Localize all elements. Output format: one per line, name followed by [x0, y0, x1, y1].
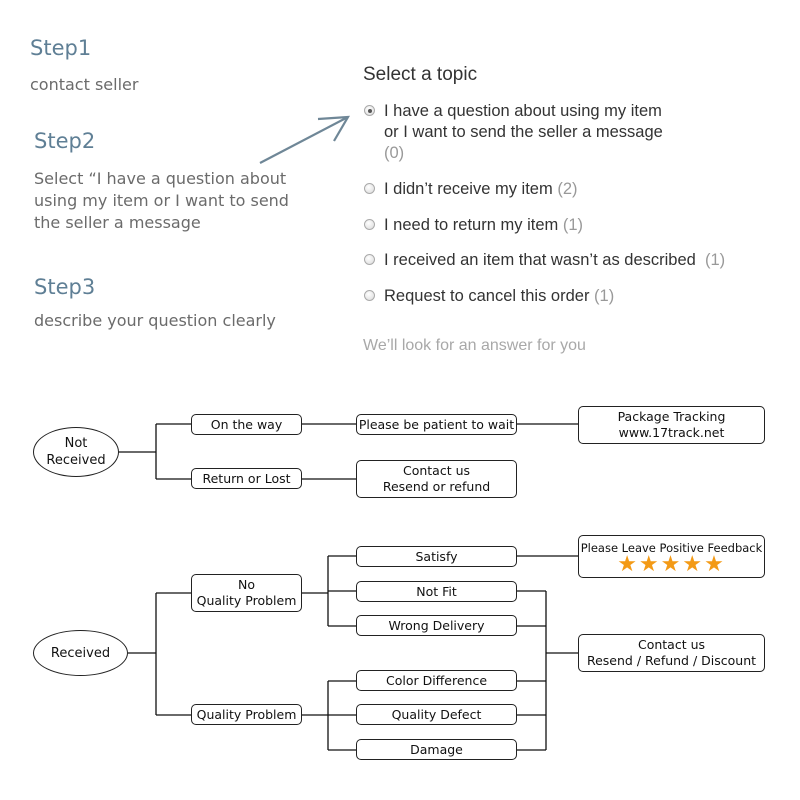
five-stars-icon: ★★★★★: [617, 552, 726, 577]
option-count: (2): [557, 180, 578, 198]
option-label: I received an item that wasn’t as descri…: [384, 251, 696, 269]
topic-option-question[interactable]: I have a question about using my item or…: [364, 101, 664, 164]
topic-option-not-received[interactable]: I didn’t receive my item (2): [364, 179, 578, 200]
option-count: (1): [705, 251, 726, 269]
wrong-delivery-node: Wrong Delivery: [356, 615, 517, 636]
step1-title: Step1: [30, 36, 92, 60]
option-label: I have a question about using my item or…: [384, 102, 663, 141]
package-tracking-node: Package Tracking www.17track.net: [578, 406, 765, 444]
quality-problem-node: Quality Problem: [191, 704, 302, 725]
not-received-node: Not Received: [33, 427, 119, 477]
option-count: (1): [594, 287, 615, 305]
step2-title: Step2: [34, 129, 96, 153]
feedback-title: Please Leave Positive Feedback: [580, 541, 763, 555]
option-count: (0): [384, 144, 405, 162]
option-count: (1): [562, 216, 584, 234]
contact-discount-node: Contact us Resend / Refund / Discount: [578, 634, 765, 672]
positive-feedback-node: Please Leave Positive Feedback ★★★★★: [578, 535, 765, 578]
received-node: Received: [33, 630, 128, 676]
radio-icon[interactable]: [364, 183, 375, 194]
topic-option-cancel[interactable]: Request to cancel this order (1): [364, 286, 614, 307]
radio-selected-icon[interactable]: [364, 105, 375, 116]
not-fit-node: Not Fit: [356, 581, 517, 602]
quality-defect-node: Quality Defect: [356, 704, 517, 725]
radio-icon[interactable]: [364, 254, 375, 265]
step3-title: Step3: [34, 275, 96, 299]
step3-text: describe your question clearly: [34, 311, 276, 330]
color-difference-node: Color Difference: [356, 670, 517, 691]
on-the-way-node: On the way: [191, 414, 302, 435]
radio-icon[interactable]: [364, 219, 375, 230]
satisfy-node: Satisfy: [356, 546, 517, 567]
option-label: Request to cancel this order: [384, 287, 590, 305]
be-patient-node: Please be patient to wait: [356, 414, 517, 435]
damage-node: Damage: [356, 739, 517, 760]
topic-title: Select a topic: [363, 64, 478, 85]
return-or-lost-node: Return or Lost: [191, 468, 302, 489]
radio-icon[interactable]: [364, 290, 375, 301]
option-label: I didn’t receive my item: [384, 180, 553, 198]
step2-text: Select “I have a question about using my…: [34, 169, 289, 232]
contact-resend-node: Contact us Resend or refund: [356, 460, 517, 498]
topic-option-not-as-described[interactable]: I received an item that wasn’t as descri…: [364, 250, 725, 271]
option-label: I need to return my item: [384, 216, 559, 234]
topic-hint: We’ll look for an answer for you: [363, 337, 586, 354]
arrow-icon: [259, 115, 350, 164]
step1-text: contact seller: [30, 75, 139, 94]
no-quality-problem-node: No Quality Problem: [191, 574, 302, 612]
topic-option-return[interactable]: I need to return my item (1): [364, 215, 583, 236]
